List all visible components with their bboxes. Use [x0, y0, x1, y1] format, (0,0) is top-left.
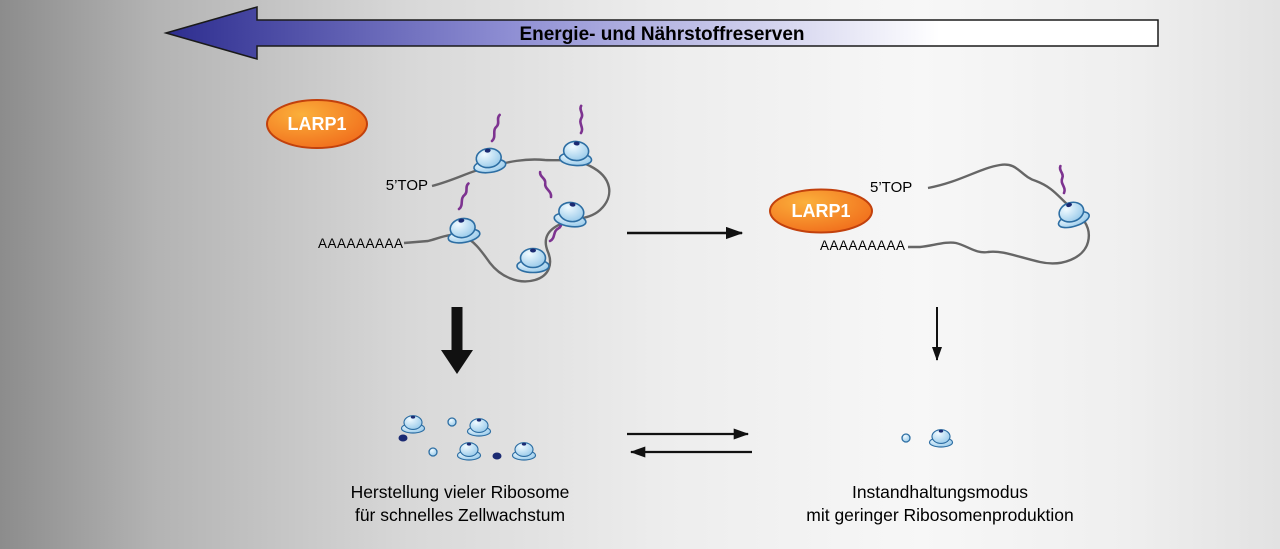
- down-arrow-left-head: [441, 350, 473, 374]
- larp1-label-right: LARP1: [791, 201, 850, 221]
- ribosome-icon: [444, 215, 482, 246]
- ribosome-icon: [400, 415, 426, 434]
- nascent-peptide-icon: [490, 113, 501, 143]
- larp1-label-left: LARP1: [287, 114, 346, 134]
- ribosome-subunit-dot: [901, 433, 911, 443]
- ribosome-cluster-left: [398, 415, 537, 461]
- ribosome-icon: [558, 139, 594, 168]
- five-top-label-right: 5’TOP: [870, 179, 912, 196]
- caption-left-line1: Herstellung vieler Ribosome: [351, 482, 570, 502]
- nascent-peptide-icon: [536, 170, 555, 199]
- ribosome-icon: [470, 145, 508, 176]
- ribosome-subunit-dot: [447, 417, 457, 427]
- larp1-badge-left: [266, 99, 368, 149]
- mrna-right-path: [908, 163, 1091, 265]
- navy-dot: [398, 434, 408, 442]
- nascent-peptide-icon: [457, 181, 470, 212]
- ribosome-icon: [1052, 197, 1092, 232]
- caption-right-line1: Instandhaltungsmodus: [852, 482, 1028, 502]
- ribosome-subunit-dot: [428, 447, 438, 457]
- down-arrow-left: [441, 307, 473, 374]
- larp1-badge-right: [769, 188, 873, 234]
- nascent-peptide-icon: [576, 104, 586, 135]
- ribosome-icon: [466, 418, 492, 437]
- caption-right-line2: mit geringer Ribosomenproduktion: [806, 505, 1074, 525]
- poly-a-label-right: AAAAAAAAA: [820, 238, 906, 253]
- ribosome-cluster-right: [901, 429, 954, 448]
- five-top-label-left: 5’TOP: [386, 177, 428, 194]
- ribosome-icon: [456, 442, 482, 461]
- ribosome-icon: [511, 442, 537, 461]
- navy-dot: [492, 452, 502, 460]
- nascent-peptide-icon: [1056, 164, 1069, 195]
- ribosome-icon: [516, 247, 550, 274]
- energy-banner-label: Energie- und Nährstoffreserven: [519, 24, 804, 45]
- caption-left-line2: für schnelles Zellwachstum: [355, 505, 565, 525]
- energy-banner-arrow: [163, 6, 1159, 60]
- poly-a-label-left: AAAAAAAAA: [318, 236, 404, 251]
- ribosome-icon: [928, 429, 954, 448]
